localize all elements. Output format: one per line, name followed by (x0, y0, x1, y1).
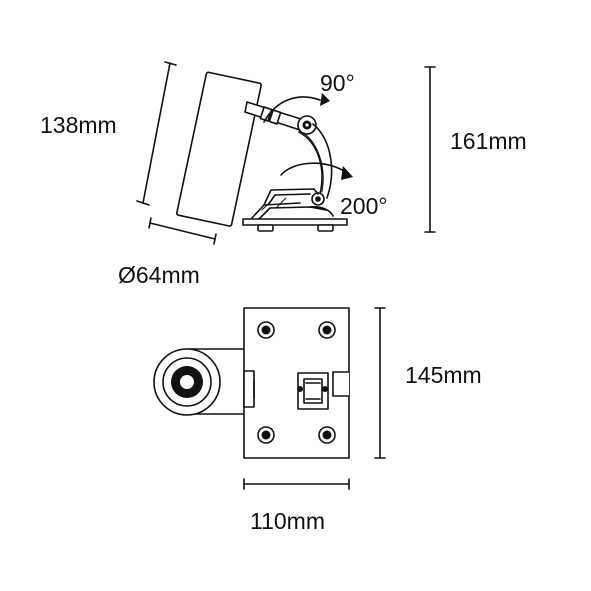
rotation-angle-label: 200° (340, 193, 388, 219)
screw-hole (318, 321, 336, 339)
rotation-arrow-200 (280, 162, 353, 180)
plate-width-dimension-line (243, 478, 350, 490)
total-height-dimension-line (424, 66, 436, 233)
total-height-label: 161mm (450, 128, 527, 154)
cylinder-top (153, 348, 247, 416)
tilt-angle-label: 90° (320, 70, 355, 96)
mounting-base (242, 188, 348, 232)
diameter-label: Ø64mm (118, 262, 200, 288)
diameter-dimension-line (148, 217, 217, 245)
screw-hole (257, 321, 275, 339)
lamp-arm (244, 101, 305, 131)
plate-length-label: 145mm (405, 362, 482, 388)
height-dimension-line (136, 61, 177, 206)
bracket-top (243, 370, 329, 410)
curved-bracket (298, 123, 333, 199)
screw-hole (257, 426, 275, 444)
hinge-knuckle (297, 115, 317, 135)
plate-length-dimension-line (374, 307, 386, 459)
screw-holes (257, 321, 336, 444)
side-view (136, 61, 436, 245)
top-view (153, 307, 386, 490)
height-label: 138mm (40, 112, 117, 138)
lower-hinge (311, 192, 325, 206)
tilt-arrow-90 (263, 93, 330, 123)
plate-width-label: 110mm (250, 508, 325, 534)
screw-hole (318, 426, 336, 444)
spotlight-cylinder (175, 71, 262, 227)
